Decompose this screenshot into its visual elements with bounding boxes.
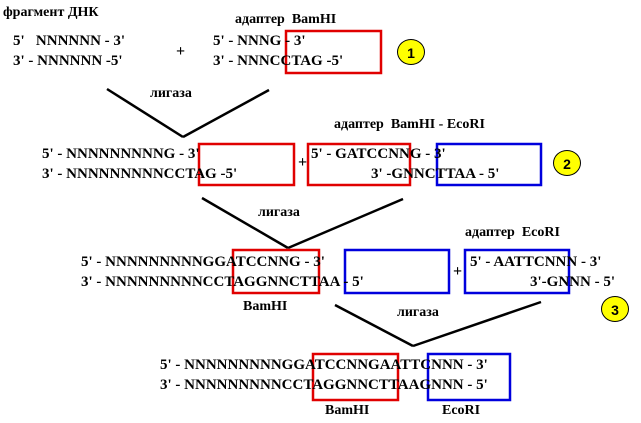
adapter-ecori-label: адаптер EcoRI [465, 225, 560, 240]
ecori-adapter-box-step2 [435, 142, 543, 187]
ecori-adapter-box-step3 [463, 248, 571, 295]
adapter-bamhi-ecori-label: адаптер BamHI - EcoRI [334, 117, 485, 132]
ligase-arrow-2-right [287, 197, 404, 250]
ligase-arrow-2-left [201, 196, 289, 250]
final-bottom-strand: 3' - NNNNNNNNNCCTAGGNNCTTAAGNNN - 5' [160, 377, 488, 393]
fragment-bottom-strand: 3' - NNNNNN -5' [13, 53, 123, 69]
ligase-arrow-3-left [334, 303, 414, 348]
ligase-label-1: лигаза [150, 86, 192, 101]
bamhi-site-box-final [311, 352, 400, 402]
ecori-label: EcoRI [442, 403, 481, 418]
step-badge-2: 2 [553, 150, 581, 176]
step-badge-1: 1 [397, 39, 425, 65]
step3-top-strand: 5' - NNNNNNNNNGGATCCNNG - 3' [81, 254, 325, 270]
step-badge-3: 3 [601, 296, 629, 322]
ligase-label-3: лигаза [397, 305, 439, 320]
adapter-ecori-top-strand: 5' - AATTCNNN - 3' [470, 254, 602, 270]
plus-sign-1: + [176, 43, 186, 60]
fragment-label: фрагмент ДНК [3, 5, 99, 20]
step3-bottom-strand: 3' - NNNNNNNNNCCTAGGNNCTTAA - 5' [81, 274, 364, 290]
final-top-strand: 5' - NNNNNNNNNGGATCCNNGAATTCNNN - 3' [160, 357, 488, 373]
ligase-arrow-1-left [106, 87, 184, 139]
bamhi-site-box-step3 [231, 248, 321, 295]
ligase-label-2: лигаза [258, 205, 300, 220]
ecori-site-box-final [426, 352, 512, 402]
fragment-top-strand: 5' NNNNNN - 3' [13, 33, 126, 49]
bamhi-site-box-step2 [197, 142, 296, 187]
ligase-arrow-1-right [182, 88, 270, 139]
ligase-arrow-3-right [412, 300, 542, 348]
plus-sign-2: + [298, 154, 308, 171]
adapter-bamhi-bottom-strand-1: 3' - NNNCCTAG -5' [213, 53, 344, 69]
bamhi-label-1: BamHI [243, 299, 288, 314]
adapter-bamhi-ecori-bottom-strand: 3' -GNNCTTAA - 5' [371, 166, 500, 182]
plus-sign-3: + [453, 263, 463, 280]
bamhi-site-box-step1 [284, 29, 383, 75]
bamhi-label-2: BamHI [325, 403, 370, 418]
adapter-bamhi-top-strand-1: 5' - NNNG - 3' [213, 33, 306, 49]
adapter-bamhi-ecori-top-strand: 5' - GATCCNNG - 3' [311, 146, 446, 162]
step2-top-strand: 5' - NNNNNNNNNG - 3' [42, 146, 200, 162]
bamhi-adapter-box-step2 [306, 142, 412, 187]
adapter-bamhi-label-1: адаптер BamHI [235, 12, 337, 27]
ecori-site-box-step3 [343, 248, 451, 295]
step2-bottom-strand: 3' - NNNNNNNNNCCTAG -5' [42, 166, 238, 182]
adapter-ecori-bottom-strand: 3'-GNNN - 5' [530, 274, 615, 290]
